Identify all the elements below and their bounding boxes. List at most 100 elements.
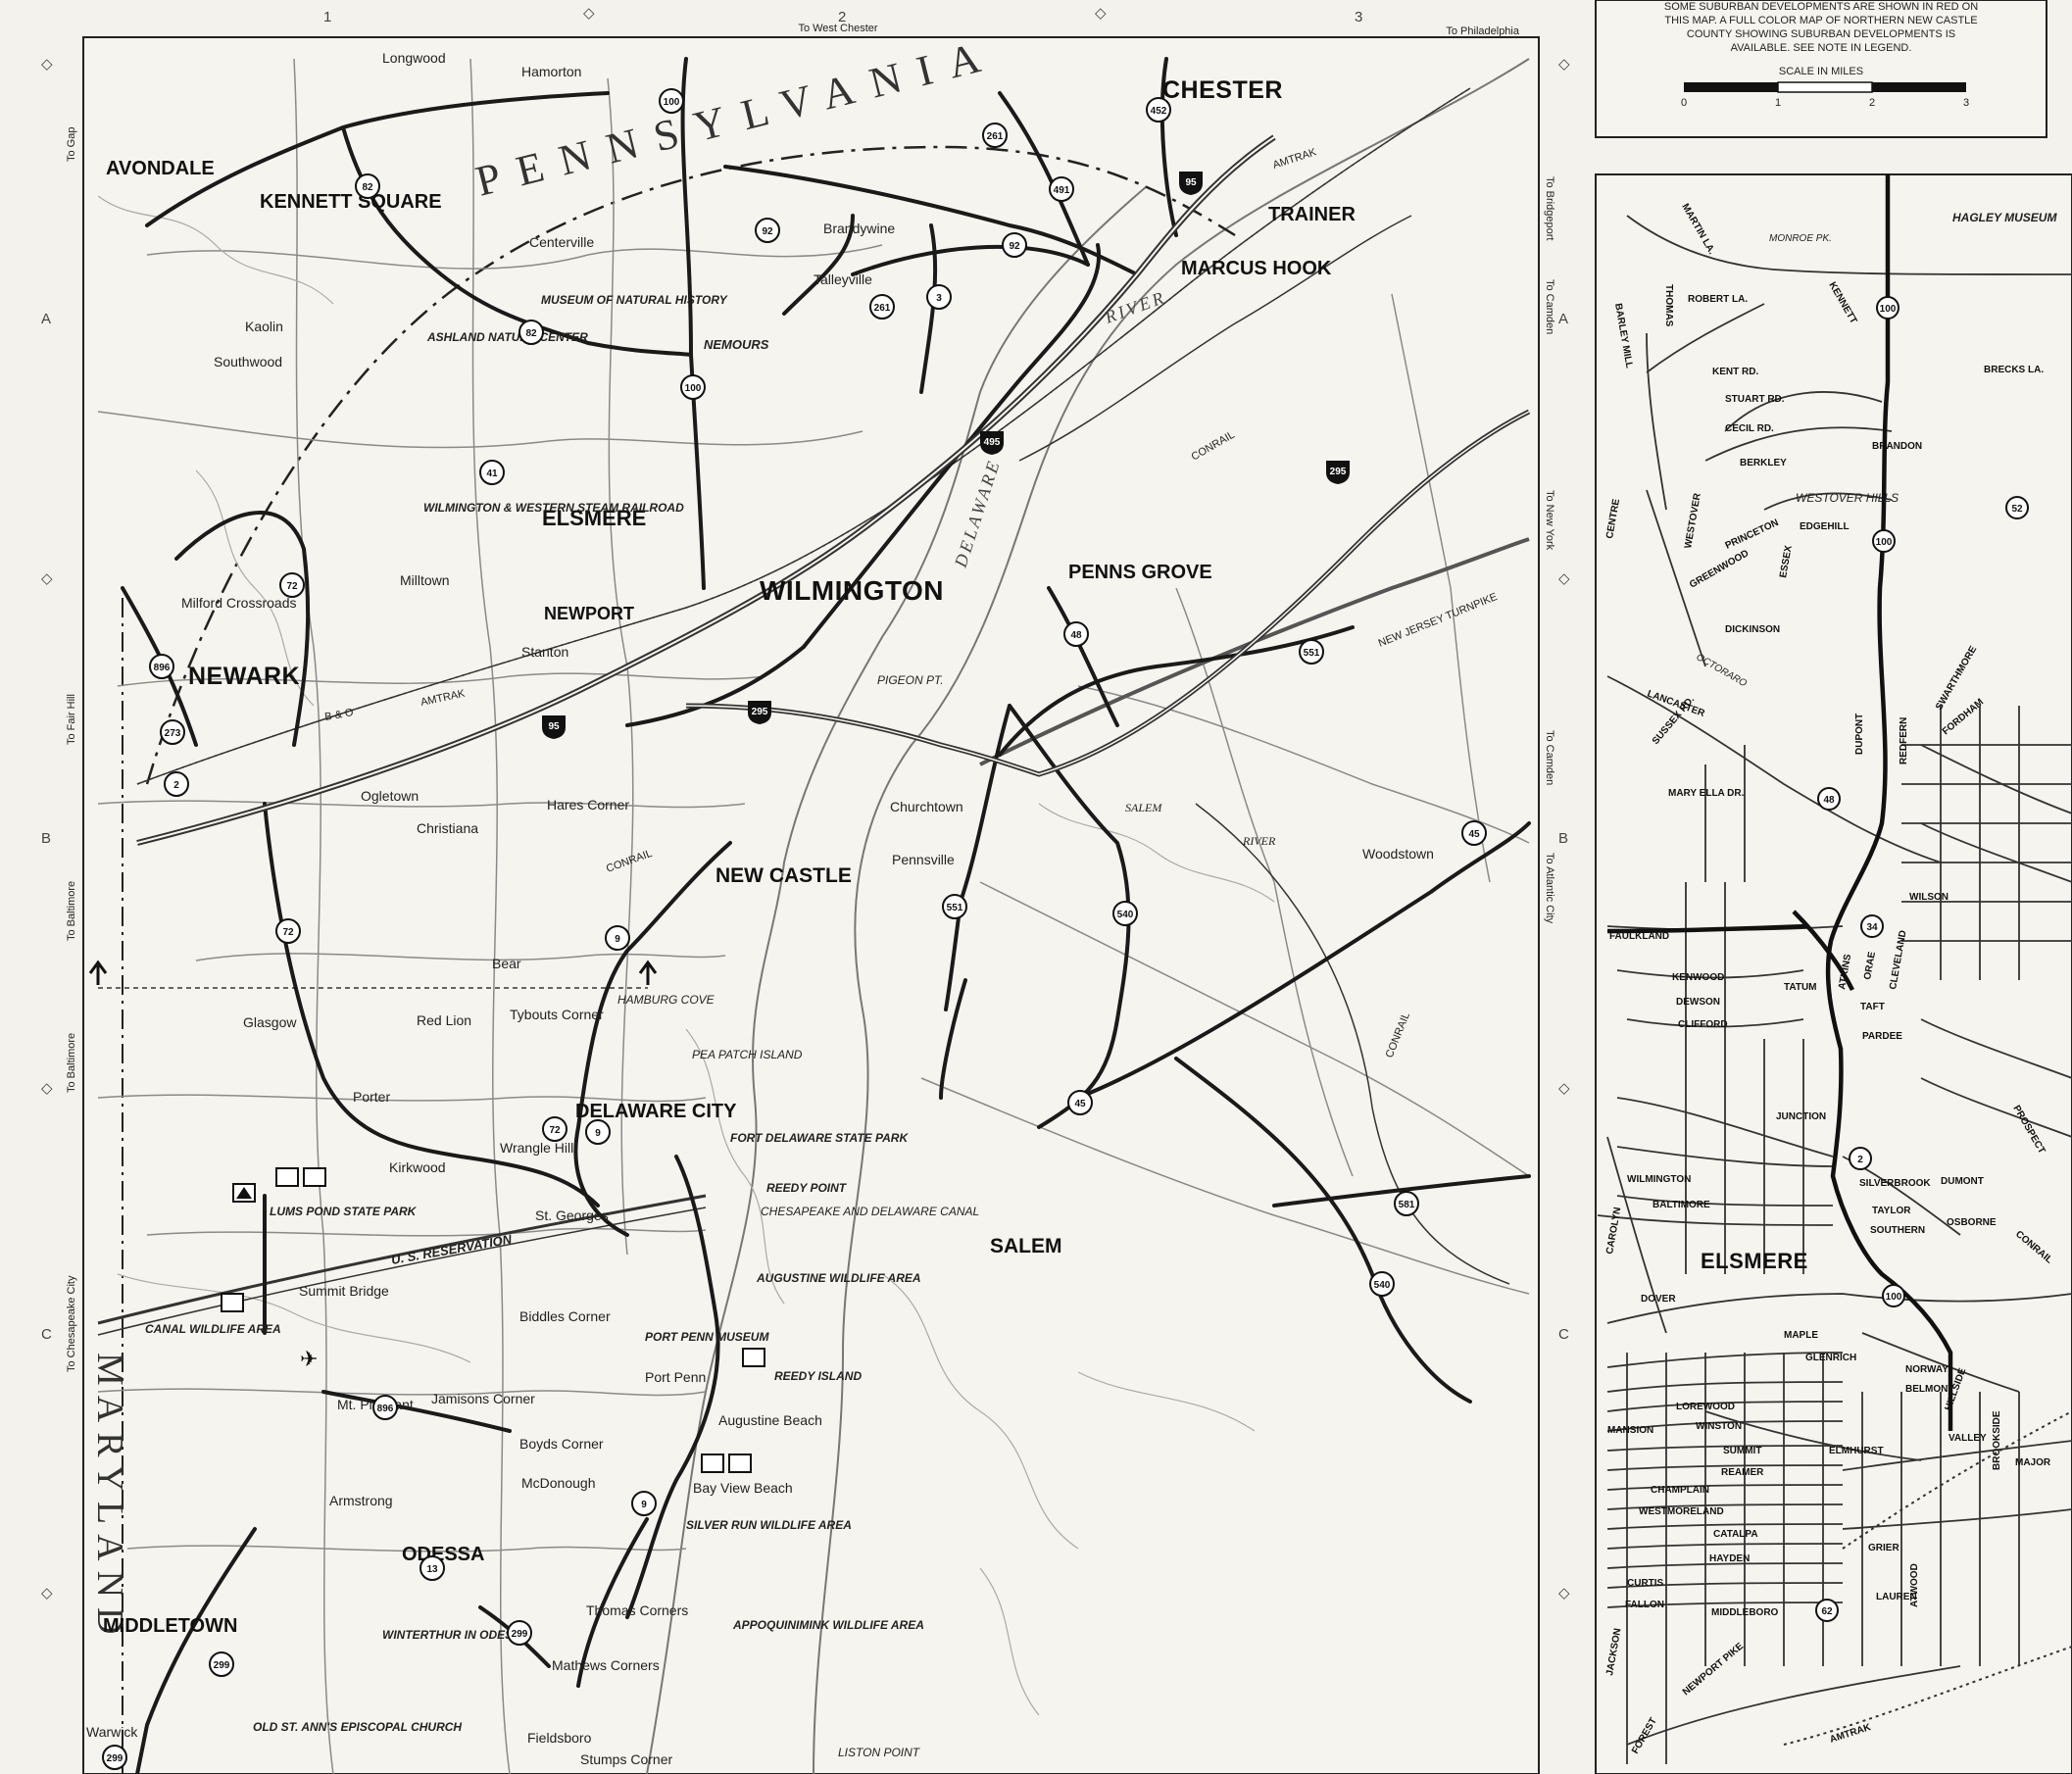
town-kaolin: Kaolin [245,319,283,334]
route-shield-261: 261 [869,294,895,320]
route-shield-261: 261 [982,123,1008,148]
route-shield-581: 581 [1394,1191,1419,1216]
svg-text:9: 9 [615,934,620,945]
inset-railroad-conrail [1842,1410,2072,1550]
inset-major-roads [1606,174,1953,1431]
town-chester: CHESTER [1162,76,1283,104]
svg-text:540: 540 [1117,910,1134,920]
town-mcdonough: McDonough [521,1475,596,1491]
svg-text:9: 9 [641,1500,647,1510]
picnic-icon [701,1454,724,1473]
grid-row-c-right: C [1558,1326,1569,1343]
inset-title-elsmere: ELSMERE [1701,1249,1808,1273]
inset-street-cecil-rd: CECIL RD. [1725,423,1774,434]
feature-reedy-island: REEDY ISLAND [774,1369,862,1383]
feature-reedy-point: REEDY POINT [766,1181,848,1195]
route-shield-3: 3 [926,284,952,310]
town-longwood: Longwood [382,50,446,66]
svg-text:3: 3 [936,293,942,304]
inset-route-shields: 100 100 34 48 62 2 100 52 [1815,296,2029,1622]
svg-text:9: 9 [595,1128,601,1139]
svg-text:299: 299 [107,1753,123,1764]
grid-column-2: 2 [838,9,846,25]
town-stumps-corner: Stumps Corner [580,1751,672,1767]
picnic-icon [275,1167,299,1187]
svg-text:82: 82 [525,328,537,339]
grid-diamond: ◇ [41,570,53,587]
inset-route-shield-100: 100 [1876,296,1899,320]
inset-street-grier: GRIER [1868,1543,1899,1553]
boat-ramp-icon [303,1167,326,1187]
feature-hamburg-cove: HAMBURG COVE [617,993,715,1007]
grid-row-b-right: B [1558,830,1568,847]
inset-landmark-westover-hills: WESTOVER HILLS [1796,491,1899,505]
inset-street-champlain: CHAMPLAIN [1651,1485,1709,1496]
inset-street-mary-ella: MARY ELLA DR. [1668,788,1745,799]
svg-text:52: 52 [2011,504,2023,515]
edge-label-philadelphia: To Philadelphia [1446,25,1519,37]
town-pennsville: Pennsville [892,852,955,867]
svg-text:491: 491 [1054,185,1070,196]
delaware-river-west-shore [646,185,1148,1774]
scale-tick-3: 3 [1963,97,1969,109]
inset-street-taylor: TAYLOR [1872,1206,1911,1216]
streams [97,195,1275,1716]
inset-street-taft: TAFT [1860,1002,1885,1012]
inset-street-osborne: OSBORNE [1947,1217,1997,1228]
inset-route-shield-100: 100 [1882,1284,1905,1307]
feature-lums-pond: LUMS POND STATE PARK [270,1205,418,1218]
route-shield-82: 82 [518,320,544,345]
route-shield-45: 45 [1461,820,1487,846]
inset-street-junction: JUNCTION [1776,1111,1826,1122]
svg-text:34: 34 [1866,922,1878,933]
inset-street-faulkland: FAULKLAND [1609,931,1669,942]
route-shield-551: 551 [942,894,967,919]
inset-streets [1597,215,2072,1764]
town-boyds-corner: Boyds Corner [519,1436,604,1452]
svg-text:299: 299 [512,1629,528,1640]
inset-street-major: MAJOR [2015,1457,2051,1468]
svg-text:896: 896 [154,663,171,673]
water-label-salem: SALEM [1125,801,1162,814]
inset-street-elmhurst: ELMHURST [1829,1446,1884,1456]
svg-text:92: 92 [1009,241,1020,252]
inset-street-robert-la: ROBERT LA. [1688,294,1748,305]
inset-street-brookside: BROOKSIDE [1992,1410,2002,1470]
town-red-lion: Red Lion [417,1012,471,1028]
water-label-salem-river: RIVER [1242,834,1276,848]
edge-label-gap: To Gap [66,127,77,162]
chesapeake-delaware-canal [97,1194,707,1325]
inset-street-mansion: MANSION [1607,1425,1653,1436]
town-fieldsboro: Fieldsboro [527,1730,592,1746]
recreation-icons: ✈ [88,960,765,1473]
svg-text:62: 62 [1821,1606,1833,1617]
inset-street-brandon: BRANDON [1872,441,1922,452]
inset-street-dumont: DUMONT [1941,1176,1984,1187]
svg-text:273: 273 [165,728,181,739]
inset-street-clifford: CLIFFORD [1678,1019,1728,1030]
grid-diamond: ◇ [1558,1080,1570,1097]
route-shield-72: 72 [275,918,301,944]
inset-street-atwood: ATWOOD [1909,1563,1920,1607]
inset-street-wilson: WILSON [1909,892,1949,903]
town-new-castle: NEW CASTLE [715,864,852,887]
edge-label-atlantic-city: To Atlantic City [1544,853,1555,924]
town-port-penn: Port Penn [645,1369,706,1385]
svg-text:299: 299 [214,1660,230,1671]
route-shield-9: 9 [631,1491,657,1516]
grid-row-c: C [41,1326,52,1343]
svg-text:72: 72 [286,581,298,592]
svg-text:896: 896 [377,1404,394,1414]
route-shield-540: 540 [1369,1271,1395,1297]
grid-diamond: ◇ [41,56,53,73]
route-shield-92: 92 [1002,232,1027,258]
feature-cd-canal: CHESAPEAKE AND DELAWARE CANAL [761,1205,979,1218]
route-shield-299: 299 [507,1620,532,1646]
route-shield-92: 92 [755,218,780,243]
svg-text:2: 2 [173,780,179,791]
town-mathews-corners: Mathews Corners [552,1657,660,1673]
inset-street-lauren: LAUREN [1876,1592,1917,1602]
inset-street-maple: MAPLE [1784,1330,1818,1341]
inset-street-lorewood: LOREWOOD [1676,1402,1735,1412]
svg-text:2: 2 [1857,1155,1863,1165]
